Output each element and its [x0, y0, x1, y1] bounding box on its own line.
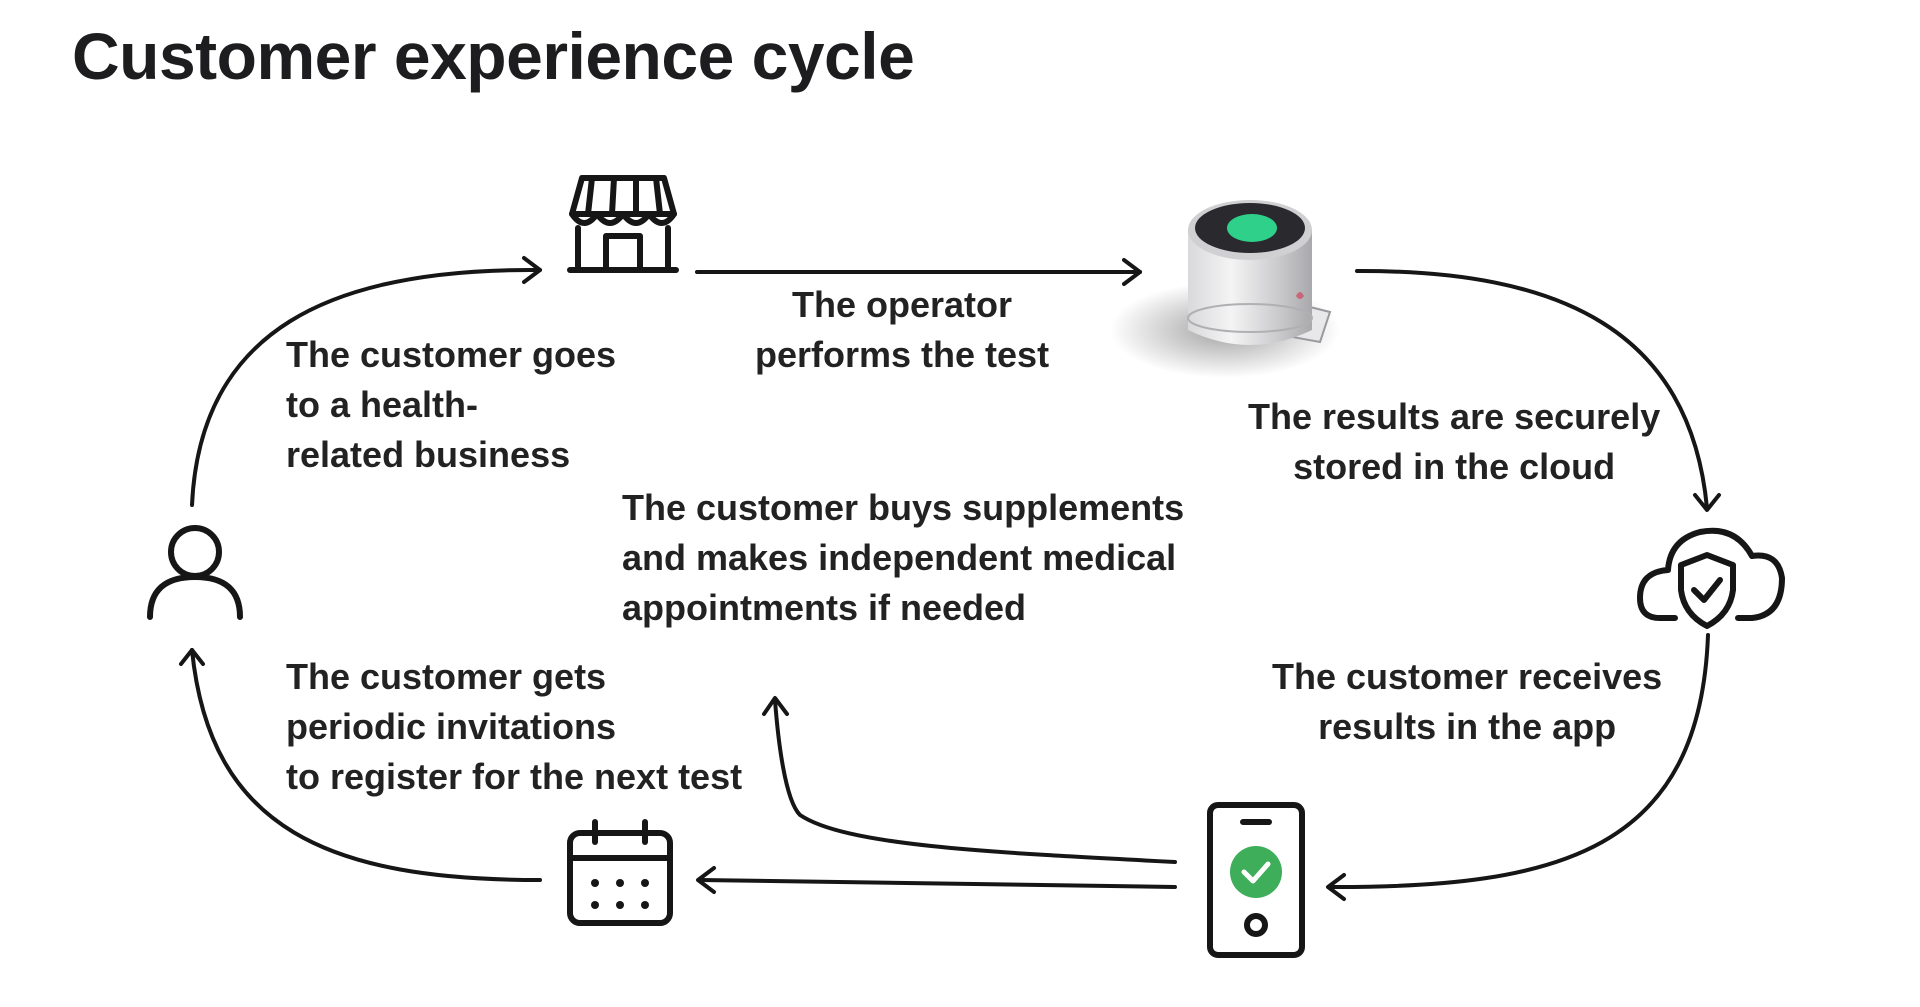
step-text-line: stored in the cloud	[1293, 446, 1616, 487]
calendar-icon	[567, 819, 673, 926]
step-text-line: results in the app	[1318, 706, 1617, 747]
step-text-line: to register for the next test	[286, 756, 743, 797]
step-text-line: The customer gets	[286, 656, 607, 697]
step-text-line: The customer receives	[1272, 656, 1663, 697]
store-icon	[567, 175, 679, 273]
connector-lines	[179, 256, 1721, 901]
arrowhead-store	[522, 256, 542, 284]
arrow-person-to-store	[190, 267, 542, 507]
step-text-line: related business	[286, 434, 571, 475]
step-goes-to-business: The customer goes to a health- related b…	[286, 330, 616, 480]
arrow-phone-to-calendar	[698, 878, 1177, 889]
arrow-phone-to-supplements	[773, 698, 1177, 864]
step-text-line: and makes independent medical	[622, 537, 1177, 578]
step-text-line: The customer goes	[286, 334, 617, 375]
step-receives-results: The customer receives results in the app	[1272, 652, 1662, 752]
arrowhead-phone	[1326, 873, 1346, 901]
step-text-line: periodic invitations	[286, 706, 617, 747]
page-title: Customer experience cycle	[72, 19, 915, 93]
arrow-calendar-to-person	[190, 648, 542, 882]
step-text-line: performs the test	[755, 334, 1050, 375]
step-results-cloud: The results are securely stored in the c…	[1248, 392, 1660, 492]
step-periodic-invitations: The customer gets periodic invitations t…	[286, 652, 742, 802]
cloud-shield-icon	[1637, 527, 1785, 629]
step-operator-test: The operator performs the test	[755, 280, 1049, 380]
step-text-line: The operator	[792, 284, 1013, 325]
step-text-line: The customer buys supplements	[622, 487, 1185, 528]
person-icon	[147, 525, 243, 620]
arrowhead-device	[1122, 258, 1142, 286]
arrow-cloud-to-phone	[1328, 633, 1710, 890]
arrowhead-supplements	[762, 696, 789, 716]
step-text-line: appointments if needed	[622, 587, 1027, 628]
phone-check-icon	[1207, 802, 1305, 958]
step-text-line: The results are securely	[1248, 396, 1661, 437]
arrowhead-person	[179, 648, 205, 666]
arrowhead-cloud	[1693, 493, 1721, 512]
step-text-line: to a health-	[286, 384, 479, 425]
arrow-device-to-cloud	[1355, 268, 1709, 510]
arrowhead-calendar	[696, 866, 716, 894]
step-buys-supplements: The customer buys supplements and makes …	[622, 483, 1184, 633]
test-device-icon	[1110, 200, 1340, 378]
